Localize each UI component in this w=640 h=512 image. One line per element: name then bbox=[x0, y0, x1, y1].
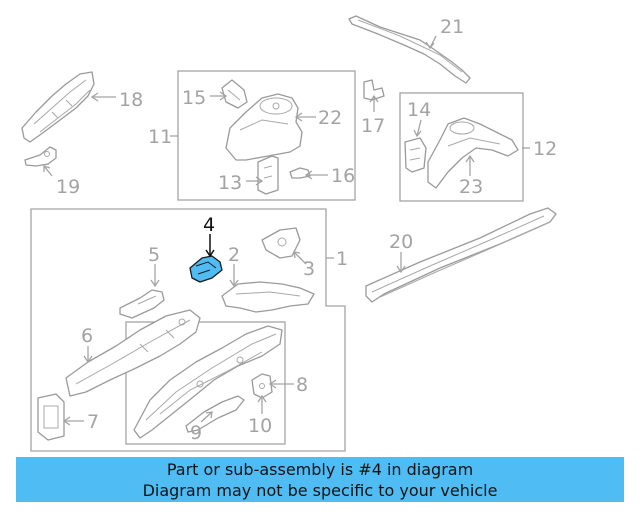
callout-21: 21 bbox=[440, 16, 464, 38]
group-box-12 bbox=[399, 92, 524, 202]
callout-12: 12 bbox=[533, 138, 557, 160]
leader-4 bbox=[205, 234, 215, 258]
leader-6 bbox=[83, 346, 93, 364]
leader-2 bbox=[229, 264, 239, 288]
part-14-drawing bbox=[404, 137, 427, 173]
callout-22: 22 bbox=[318, 107, 342, 129]
callout-10: 10 bbox=[248, 415, 272, 437]
leader-3 bbox=[293, 251, 307, 265]
callout-2: 2 bbox=[228, 244, 240, 266]
callout-6: 6 bbox=[81, 325, 93, 347]
leader-5 bbox=[150, 264, 160, 288]
leader-8 bbox=[268, 379, 294, 389]
part-20-drawing bbox=[365, 207, 557, 303]
part-5-drawing bbox=[119, 289, 165, 319]
leader-18 bbox=[90, 92, 116, 102]
banner-line-1: Part or sub-assembly is #4 in diagram bbox=[166, 460, 474, 479]
callout-9: 9 bbox=[190, 422, 202, 444]
callout-17: 17 bbox=[361, 115, 385, 137]
group-box-8 bbox=[125, 321, 286, 445]
part-16-drawing bbox=[289, 167, 311, 179]
part-23-drawing bbox=[427, 117, 519, 189]
leader-17 bbox=[369, 94, 379, 112]
callout-19: 19 bbox=[56, 176, 80, 198]
group-box-1 bbox=[30, 208, 346, 452]
leader-19 bbox=[43, 165, 53, 177]
callout-13: 13 bbox=[218, 172, 242, 194]
part-8-assembly-drawing bbox=[133, 325, 283, 439]
part-18-drawing bbox=[21, 71, 95, 143]
part-19-drawing bbox=[24, 146, 57, 167]
callout-7: 7 bbox=[87, 411, 99, 433]
callout-15: 15 bbox=[182, 87, 206, 109]
leader-13 bbox=[246, 176, 264, 186]
callout-16: 16 bbox=[331, 165, 355, 187]
part-21-drawing bbox=[348, 15, 471, 84]
leader-9 bbox=[200, 411, 213, 423]
part-22-drawing bbox=[225, 93, 303, 161]
leader-23 bbox=[465, 154, 475, 176]
part-2-drawing bbox=[221, 281, 315, 313]
leader-15 bbox=[210, 91, 228, 101]
part-6-drawing bbox=[65, 309, 201, 397]
part-4-drawing bbox=[189, 255, 223, 283]
part-10-drawing bbox=[251, 373, 273, 399]
callout-3: 3 bbox=[303, 258, 315, 280]
callout-5: 5 bbox=[148, 244, 160, 266]
leader-22 bbox=[294, 112, 316, 122]
callout-23: 23 bbox=[459, 176, 483, 198]
callout-14: 14 bbox=[407, 99, 431, 121]
leader-16 bbox=[304, 170, 328, 180]
info-banner: Part or sub-assembly is #4 in diagram Di… bbox=[16, 457, 624, 502]
callout-1: 1 bbox=[336, 248, 348, 270]
part-13-drawing bbox=[257, 155, 279, 195]
leader-10 bbox=[257, 394, 267, 414]
leader-21 bbox=[425, 35, 437, 50]
leader-14 bbox=[413, 119, 422, 138]
callout-20: 20 bbox=[389, 231, 413, 253]
callout-4: 4 bbox=[203, 214, 215, 236]
part-9-drawing bbox=[185, 395, 245, 433]
leader-7 bbox=[62, 416, 84, 426]
callout-18: 18 bbox=[119, 89, 143, 111]
part-7-drawing bbox=[37, 393, 65, 441]
banner-line-2: Diagram may not be specific to your vehi… bbox=[142, 481, 498, 500]
part-15-drawing bbox=[221, 79, 248, 109]
leader-20 bbox=[396, 252, 406, 274]
callout-8: 8 bbox=[296, 374, 308, 396]
callout-11: 11 bbox=[148, 126, 172, 148]
part-17-drawing bbox=[363, 79, 385, 101]
part-3-drawing bbox=[261, 227, 301, 259]
